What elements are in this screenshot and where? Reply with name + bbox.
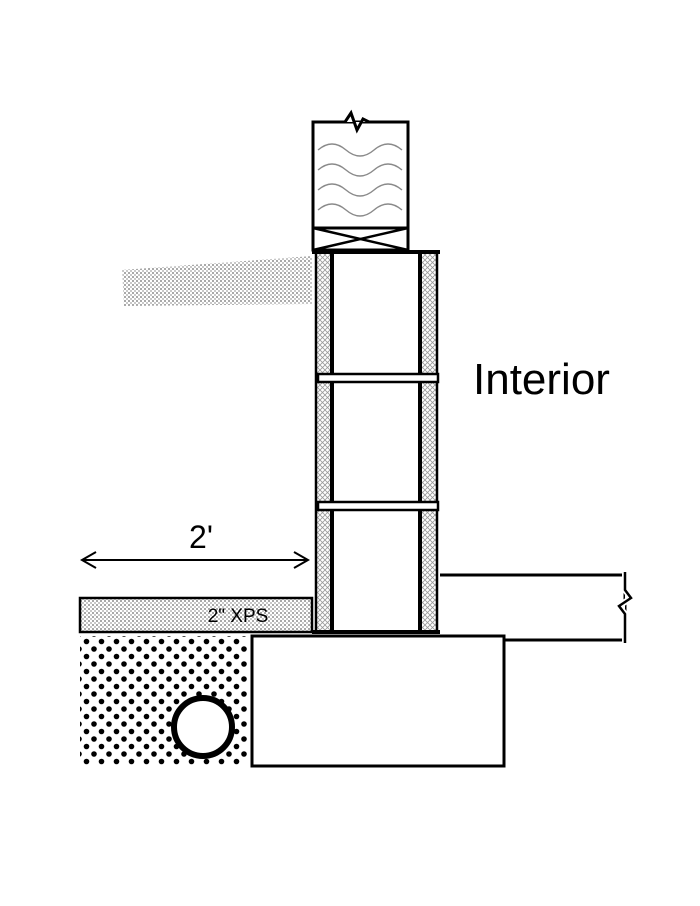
batt-insulation-waves — [317, 143, 403, 217]
block-foundation-wall — [312, 250, 440, 634]
interior-label: Interior — [473, 355, 610, 404]
interior-insulation-strip — [418, 250, 439, 634]
xps-wing-insulation — [78, 596, 314, 634]
dimension-arrow — [79, 551, 311, 569]
break-line — [313, 109, 408, 134]
dimension-label: 2' — [189, 519, 213, 555]
mortar-joint-2 — [316, 500, 440, 512]
interior-slab — [440, 572, 636, 643]
exterior-grade — [122, 256, 312, 306]
wall-framing — [311, 109, 410, 252]
xps-label: 2" XPS — [208, 606, 269, 627]
exterior-insulation-strip — [314, 250, 334, 634]
drain-pipe — [171, 695, 235, 759]
mortar-joint-1 — [316, 372, 440, 384]
footing — [250, 634, 506, 768]
stud-wall-insulation — [311, 120, 410, 230]
